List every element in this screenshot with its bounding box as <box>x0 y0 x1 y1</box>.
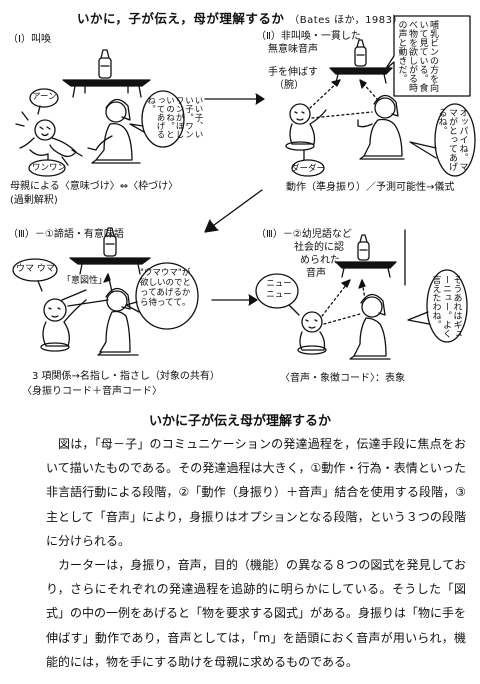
panel2-label-line-1: （Ⅱ）非叫喚・一貫した <box>256 31 361 42</box>
panel4-mother <box>349 293 391 360</box>
panel2-mother-speech: オッパイね。ママがとってあげるね。 <box>436 108 468 171</box>
panel1-baby <box>15 111 83 166</box>
panel2-table-bottle <box>329 39 393 84</box>
arrow-2-to-3 <box>204 189 263 233</box>
panel1-speech-balloon-shape <box>141 90 185 148</box>
panel2-speech-balloon-shape <box>434 103 476 177</box>
panel1-baby-sound-2: ワンワン <box>32 163 67 173</box>
panel2-caption: 動作（準身振り）／予測可能性→儀式 <box>286 182 455 193</box>
panel2-mother <box>357 94 405 160</box>
panel3-mother <box>97 287 139 356</box>
panel3-table-bottle <box>69 227 151 275</box>
panel4-mother-speech: そうあれはギューニュー。よく言えたわね。 <box>430 275 462 338</box>
panel2-label-line-2: 無意味音声 <box>268 44 318 55</box>
panel3-baby <box>40 298 87 352</box>
panel3-baby-sound: ウマ ウマ <box>16 264 55 274</box>
panel2-reach-label: 手を伸ばす <box>268 67 318 78</box>
panel1-caption-1: 母親による〈意味づけ〉⇔〈枠づけ〉 <box>10 181 179 192</box>
panel3-mother-speech: "ウマウマ"が欲しいのでとってあげるから待ってて。 <box>140 268 192 308</box>
panel2-note-box <box>384 15 471 97</box>
panel4-label-line-1: （Ⅲ）－②幼児語など <box>256 229 352 240</box>
panel2-baby-sound: ダーダー <box>291 164 326 174</box>
body-paragraph-1: 図は，「母－子」のコミュニケーションの発達過程を，伝達手段に焦点をおいて描いたも… <box>46 437 466 548</box>
body-paragraph-2: カーターは，身振り，音声，目的（機能）の異なる８つの図式を発見しており，さらにそ… <box>46 558 467 669</box>
panel2-reach-sub: （腕） <box>274 80 304 91</box>
panel4-label-line-3: められた <box>300 255 340 266</box>
panel4-baby <box>297 311 327 355</box>
panel3-intent-label: 「意図性」 <box>62 276 108 286</box>
figure-title-text: いかに，子が伝え，母が理解するか <box>76 11 285 26</box>
panel1-mother-speech: いい子、いい子。ワンワンがほしいのね。とってあげるね。 <box>145 96 204 139</box>
panel2-baby <box>285 103 327 151</box>
panel1-baby-sound-1: アーン <box>32 92 57 102</box>
figure-title: いかに，子が伝え，母が理解するか （Bates ほか，1983） <box>0 8 480 27</box>
panel3-caption-1: 3 項関係→名指し・指さし（対象の共有） <box>32 371 220 382</box>
panel1-mother <box>87 98 141 164</box>
panel3-label: （Ⅲ）－①諦語・有意味語 <box>8 229 124 240</box>
figure-citation: （Bates ほか，1983） <box>289 15 404 26</box>
panel3-caption-2: 〈身振りコード＋音声コード〉 <box>22 386 162 397</box>
arrow-1-to-2 <box>204 93 265 105</box>
section-heading: いかに子が伝え母が理解するか <box>148 414 331 429</box>
panel2-observation-note: 哺乳ビンの方を向いて見ている。食べ物を欲しがる時の声と動きだ。 <box>396 20 439 92</box>
panel4-label-line-4: 音声 <box>306 268 326 279</box>
panel1-table-bottle <box>62 49 151 98</box>
panel1-caption-2: (過剰解釈) <box>10 195 58 206</box>
panel4-speech-balloon-shape <box>426 269 468 343</box>
panel4-caption: 〈音声・象徴コード〉：表象 <box>280 373 405 384</box>
arrow-3-to-4 <box>211 294 258 306</box>
panel1-label: （Ⅰ）叫喚 <box>8 34 51 45</box>
panel3-speech-balloon-shape <box>135 262 199 330</box>
panel4-table-bottle <box>335 234 397 278</box>
figure-illustration <box>12 15 476 360</box>
panel4-label-line-2: 社会的に認 <box>294 242 344 253</box>
panel4-baby-sound: ニュー ニュー <box>266 279 292 300</box>
